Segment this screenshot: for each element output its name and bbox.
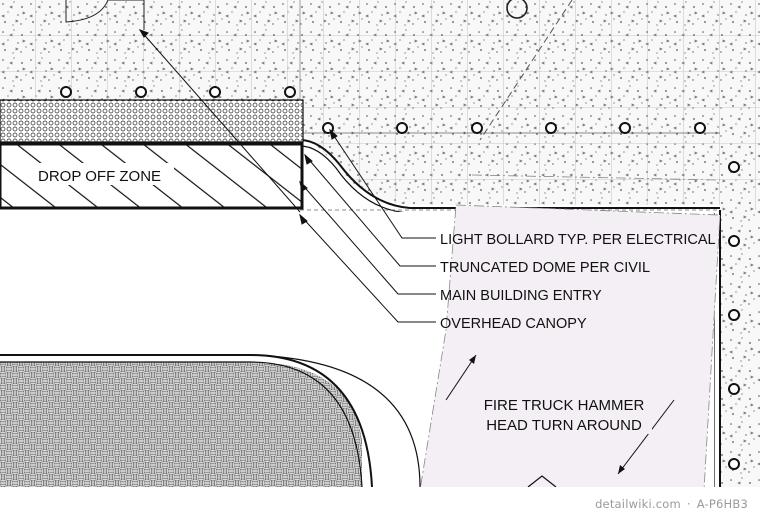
credit-site: detailwiki.com bbox=[595, 497, 681, 511]
north-triangle bbox=[527, 475, 557, 488]
leader-label-bollard: LIGHT BOLLARD TYP. PER ELECTRICAL bbox=[440, 232, 716, 248]
plaza-curb bbox=[299, 0, 720, 214]
side-walk bbox=[713, 210, 760, 487]
paver-island bbox=[0, 354, 421, 488]
fire-truck-label-line2: HEAD TURN AROUND bbox=[486, 417, 642, 434]
light-bollards bbox=[60, 86, 740, 470]
credit-code: A-P6HB3 bbox=[696, 497, 748, 511]
drop-off-zone-label: DROP OFF ZONE bbox=[38, 168, 161, 185]
door-swing bbox=[65, 0, 573, 141]
overhead-canopy bbox=[0, 99, 304, 210]
leader-lines bbox=[138, 29, 436, 323]
leader-label-entry: MAIN BUILDING ENTRY bbox=[440, 288, 602, 304]
footer-band bbox=[0, 487, 760, 517]
leader-label-canopy: OVERHEAD CANOPY bbox=[440, 316, 587, 332]
credit-watermark: detailwiki.com · A-P6HB3 bbox=[595, 497, 748, 511]
fire-truck-turnaround bbox=[419, 174, 721, 491]
credit-separator: · bbox=[686, 497, 691, 511]
leader-label-dome: TRUNCATED DOME PER CIVIL bbox=[440, 260, 650, 276]
fire-truck-label-line1: FIRE TRUCK HAMMER bbox=[484, 397, 645, 414]
